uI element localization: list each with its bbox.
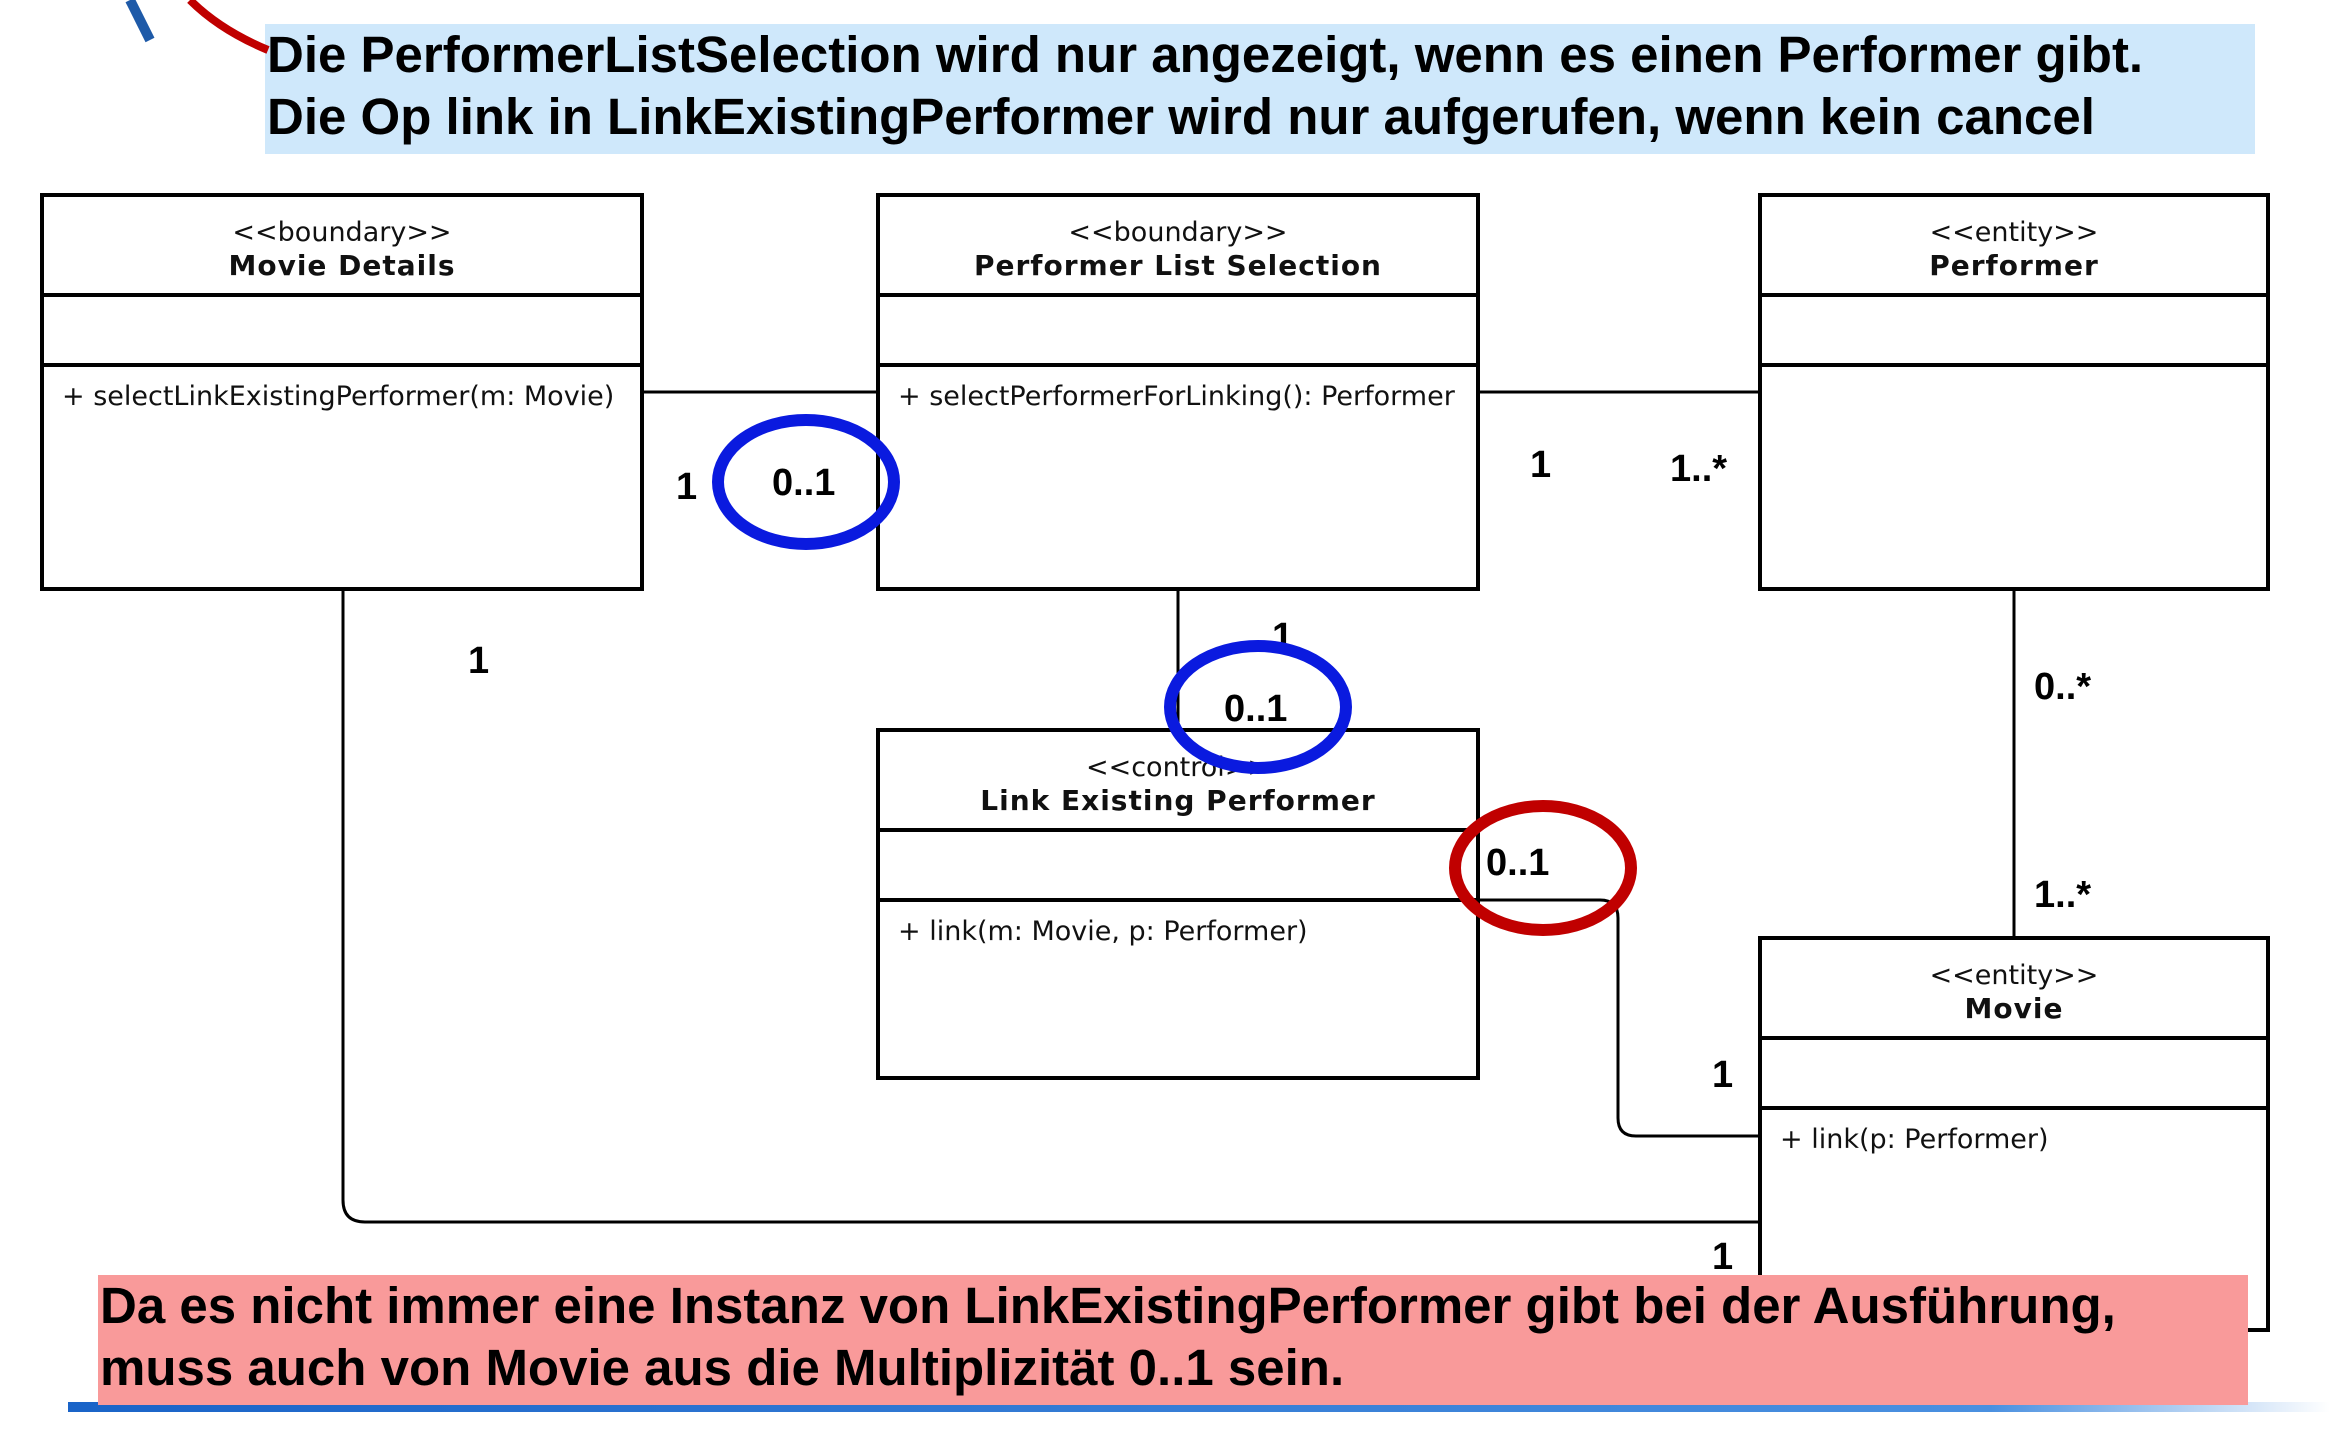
logo-fragment bbox=[125, 0, 155, 43]
class-name: Performer List Selection bbox=[973, 249, 1382, 282]
attributes-compartment bbox=[880, 832, 1476, 902]
top-note-line-2: Die Op link in LinkExistingPerformer wir… bbox=[267, 88, 2095, 145]
assoc-lep-movie bbox=[1480, 898, 1760, 1138]
multiplicity-md-movie: 1 bbox=[468, 640, 490, 682]
multiplicity-lep-movie-right: 1 bbox=[1712, 1054, 1734, 1096]
class-header: <<boundary>> Performer List Selection bbox=[880, 197, 1476, 297]
class-name: Performer bbox=[1929, 249, 2099, 282]
class-performer-list-selection[interactable]: <<boundary>> Performer List Selection + … bbox=[876, 193, 1480, 591]
top-note: Die PerformerListSelection wird nur ange… bbox=[265, 24, 2255, 154]
class-name: Movie bbox=[1964, 992, 2064, 1025]
multiplicity-lep-movie-left: 0..1 bbox=[1486, 842, 1550, 884]
multiplicity-md-pls-right: 0..1 bbox=[772, 462, 836, 504]
highlight-ellipse-blue-1 bbox=[712, 414, 900, 550]
class-performer[interactable]: <<entity>> Performer bbox=[1758, 193, 2270, 591]
multiplicity-md-pls-left: 1 bbox=[676, 466, 698, 508]
multiplicity-pls-performer-left: 1 bbox=[1530, 444, 1552, 486]
highlight-ellipse-blue-2 bbox=[1164, 640, 1352, 774]
assoc-md-movie bbox=[341, 591, 1760, 1224]
operations-compartment: + link(p: Performer) bbox=[1762, 1110, 2266, 1328]
multiplicity-pls-lep-bottom: 0..1 bbox=[1224, 688, 1288, 730]
class-header: <<entity>> Performer bbox=[1762, 197, 2266, 297]
operations-compartment: + selectLinkExistingPerformer(m: Movie) bbox=[44, 367, 640, 587]
attributes-compartment bbox=[44, 297, 640, 367]
stereotype-label: <<entity>> bbox=[1929, 960, 2099, 991]
class-header: <<entity>> Movie bbox=[1762, 940, 2266, 1040]
attributes-compartment bbox=[1762, 297, 2266, 367]
operation: + link(p: Performer) bbox=[1780, 1124, 2049, 1155]
stereotype-label: <<entity>> bbox=[1929, 217, 2099, 248]
operation: + selectLinkExistingPerformer(m: Movie) bbox=[62, 381, 615, 412]
bottom-rule bbox=[68, 1402, 2330, 1412]
class-header: <<boundary>> Movie Details bbox=[44, 197, 640, 297]
logo-fragment-red bbox=[187, 0, 270, 54]
top-note-line-1: Die PerformerListSelection wird nur ange… bbox=[267, 26, 2144, 83]
multiplicity-movie-md-right: 1 bbox=[1712, 1236, 1734, 1278]
bottom-note-line-1: Da es nicht immer eine Instanz von LinkE… bbox=[100, 1277, 2116, 1334]
operation: + selectPerformerForLinking(): Performer bbox=[898, 381, 1455, 412]
operations-compartment: + selectPerformerForLinking(): Performer bbox=[880, 367, 1476, 587]
multiplicity-performer-movie-bottom: 1..* bbox=[2034, 874, 2092, 916]
class-link-existing-performer[interactable]: <<control>> Link Existing Performer + li… bbox=[876, 728, 1480, 1080]
bottom-note-line-2: muss auch von Movie aus die Multiplizitä… bbox=[100, 1339, 1345, 1396]
attributes-compartment bbox=[1762, 1040, 2266, 1110]
operation: + link(m: Movie, p: Performer) bbox=[898, 916, 1308, 947]
multiplicity-performer-movie-top: 0..* bbox=[2034, 666, 2092, 708]
highlight-ellipse-red bbox=[1449, 800, 1637, 936]
operations-compartment: + link(m: Movie, p: Performer) bbox=[880, 902, 1476, 1076]
attributes-compartment bbox=[880, 297, 1476, 367]
bottom-note: Da es nicht immer eine Instanz von LinkE… bbox=[98, 1275, 2248, 1405]
class-movie-details[interactable]: <<boundary>> Movie Details + selectLinkE… bbox=[40, 193, 644, 591]
stereotype-label: <<boundary>> bbox=[1068, 217, 1288, 248]
class-name: Link Existing Performer bbox=[980, 784, 1376, 817]
stereotype-label: <<boundary>> bbox=[232, 217, 452, 248]
class-movie[interactable]: <<entity>> Movie + link(p: Performer) bbox=[1758, 936, 2270, 1332]
class-name: Movie Details bbox=[228, 249, 456, 282]
multiplicity-pls-performer-right: 1..* bbox=[1670, 448, 1728, 490]
